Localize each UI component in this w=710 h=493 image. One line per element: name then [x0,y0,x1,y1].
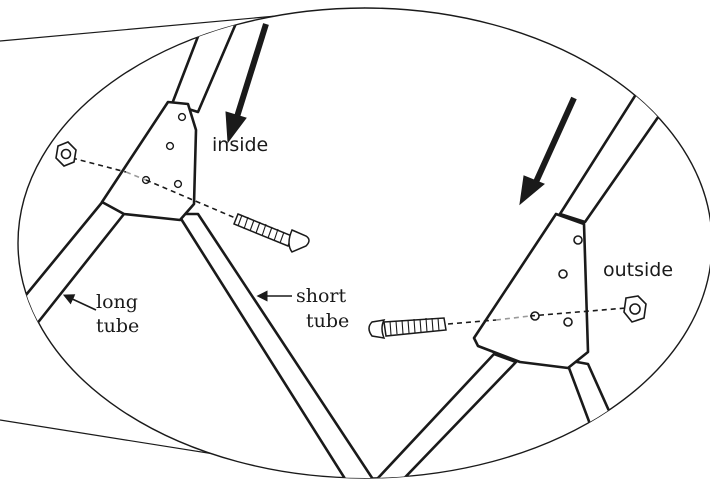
right-hex-nut [623,295,647,323]
outside-label: outside [603,259,673,281]
right-bolt [368,317,447,339]
right-long-tube [362,352,518,478]
left-hex-nut [55,141,77,167]
long-tube-label-line2: tube [96,315,139,337]
left-bolt-hole-4 [173,179,183,189]
right-down-arrow [519,96,577,206]
short-tube-label-line2: tube [306,310,349,332]
left-down-arrow [225,23,269,144]
long-tube-label-line1: long [96,291,138,313]
long-tube-pointer [62,294,97,311]
short-tube-label-line1: short [296,285,347,307]
label-pointers [62,290,292,311]
left-short-tube [176,212,384,478]
right-bolt-hole-1 [573,235,583,245]
left-upper-tube [170,8,248,114]
left-bolt-hole-1 [177,112,187,122]
inside-label: inside [212,134,268,156]
left-bolt-hole-2 [165,141,175,151]
right-bolt-path [447,307,627,325]
right-bolt-hole-2 [558,269,568,279]
right-bolt-hole-4 [563,317,573,327]
insertion-arrows [225,23,577,206]
left-bolt [233,213,310,253]
right-gusset-plate [472,212,590,370]
left-bolt-path [71,157,241,221]
